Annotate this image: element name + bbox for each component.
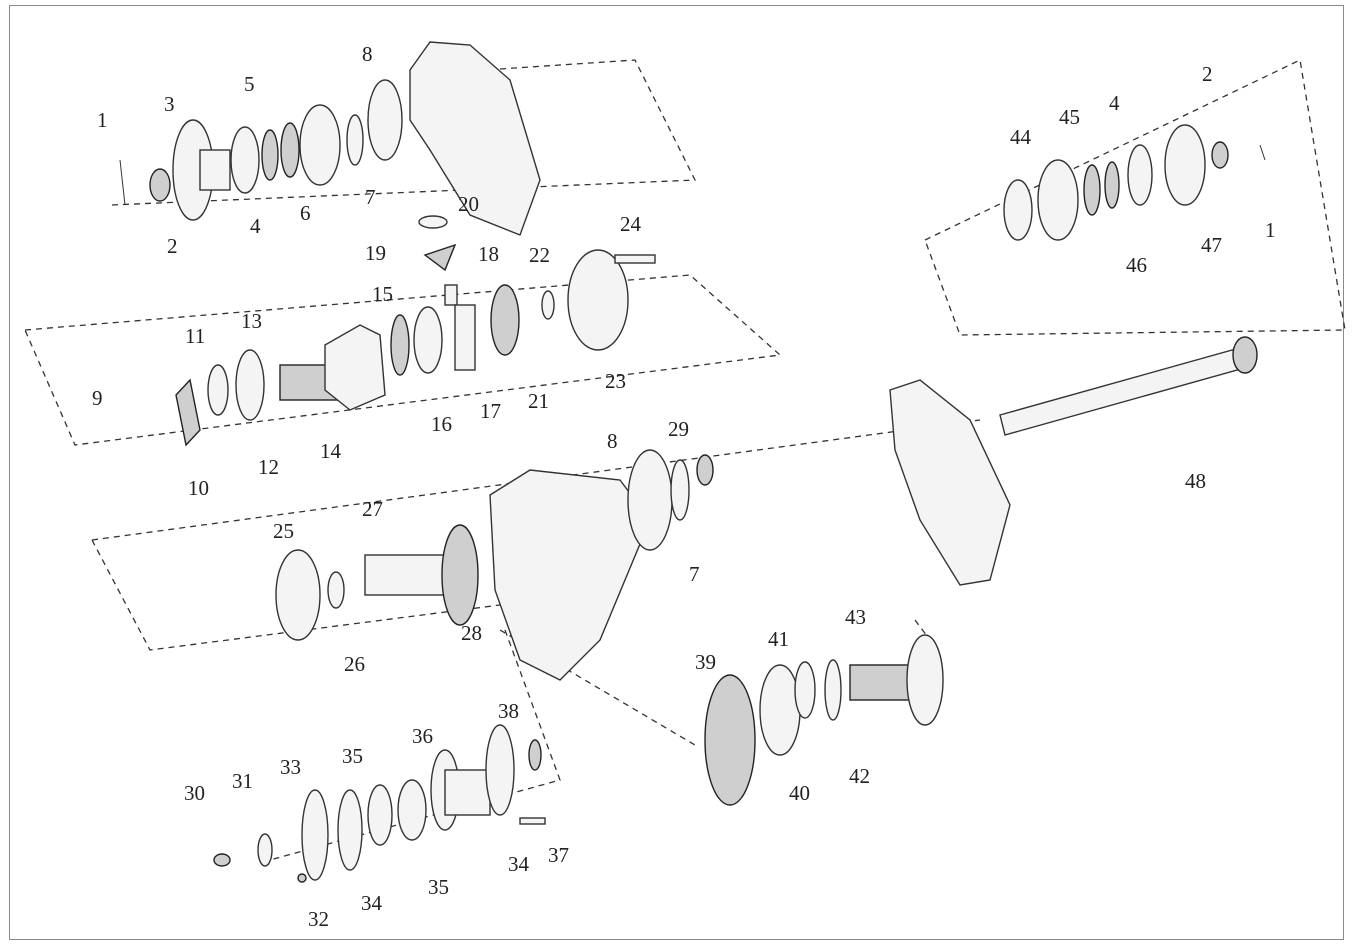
- callout: 3: [164, 92, 175, 116]
- callout: 27: [362, 497, 383, 521]
- diagram-frame: [9, 5, 1344, 940]
- callout: 6: [300, 201, 311, 225]
- callout: 46: [1126, 253, 1147, 277]
- callout: 34: [361, 891, 383, 915]
- callout: 34: [508, 852, 530, 876]
- callout: 43: [845, 605, 866, 629]
- callout: 4: [1109, 91, 1120, 115]
- upper-housing-group: [149, 41, 541, 236]
- rear-cover-group: [213, 724, 546, 883]
- callout: 36: [412, 724, 433, 748]
- callout: 9: [92, 386, 103, 410]
- output-shaft-group: [889, 336, 1258, 586]
- callout: 19: [365, 241, 386, 265]
- callout: 30: [184, 781, 205, 805]
- callout: 33: [280, 755, 301, 779]
- callout: 48: [1185, 469, 1206, 493]
- callout: 29: [668, 417, 689, 441]
- callout: 2: [167, 234, 178, 258]
- callout: 11: [185, 324, 205, 348]
- callout: 8: [607, 429, 618, 453]
- callout: 15: [372, 282, 393, 306]
- callout: 25: [273, 519, 294, 543]
- callout: 1: [97, 108, 108, 132]
- main-case-group: [275, 449, 714, 681]
- callout: 17: [480, 399, 501, 423]
- callout: 14: [320, 439, 342, 463]
- callout: 26: [344, 652, 365, 676]
- housing-cover: [409, 41, 541, 236]
- callout: 2: [1202, 62, 1213, 86]
- assembly-dashed-lines: [24, 59, 1346, 861]
- callout: 16: [431, 412, 452, 436]
- callout: 32: [308, 907, 329, 931]
- callout: 22: [529, 243, 550, 267]
- callout: 5: [244, 72, 255, 96]
- callout: 38: [498, 699, 519, 723]
- callout: 18: [478, 242, 499, 266]
- callout: 35: [342, 744, 363, 768]
- callout: 13: [241, 309, 262, 333]
- callout: 23: [605, 369, 626, 393]
- callout: 44: [1010, 125, 1032, 149]
- callout: 21: [528, 389, 549, 413]
- callout: 28: [461, 621, 482, 645]
- callout: 8: [362, 42, 373, 66]
- differential-group: [175, 243, 656, 447]
- callout: 24: [620, 212, 642, 236]
- callout: 37: [548, 843, 569, 867]
- callout: 7: [689, 562, 700, 586]
- callout: 1: [1265, 218, 1276, 242]
- output-flange-group: [119, 124, 1266, 241]
- callout: 31: [232, 769, 253, 793]
- callout: 4: [250, 214, 261, 238]
- callout: 20: [458, 192, 479, 216]
- callout: 12: [258, 455, 279, 479]
- callout: 7: [365, 185, 376, 209]
- pinion-group: [704, 634, 944, 806]
- callout: 47: [1201, 233, 1222, 257]
- callout: 39: [695, 650, 716, 674]
- callout: 35: [428, 875, 449, 899]
- callout: 45: [1059, 105, 1080, 129]
- callout: 10: [188, 476, 209, 500]
- callout: 41: [768, 627, 789, 651]
- callout: 40: [789, 781, 810, 805]
- callout: 42: [849, 764, 870, 788]
- callout-labels: 1 3 5 8 4 6 7 2 20 19 18 24 22 15 13 11 …: [92, 42, 1276, 931]
